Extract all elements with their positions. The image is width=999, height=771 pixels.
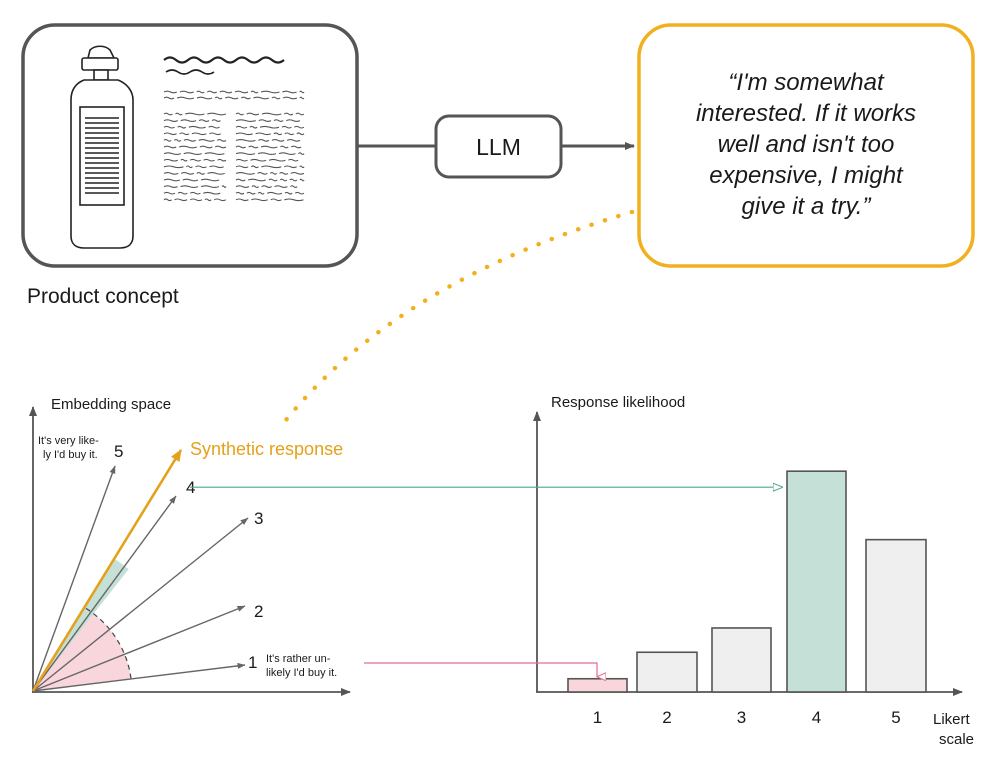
synthetic-response-vector: [31, 449, 183, 692]
scribble-line: [163, 198, 227, 202]
scribble-line: [235, 139, 301, 142]
likelihood-tick-5: 5: [891, 708, 900, 727]
anchor-statement-5-line-2: ly I'd buy it.: [43, 449, 98, 461]
quote-line-5: give it a try.”: [742, 193, 872, 220]
quote-line-1: “I'm somewhat: [728, 69, 885, 96]
scribble-line: [163, 139, 227, 142]
scribble-line: [235, 145, 302, 149]
likelihood-bar-5: [865, 538, 927, 693]
anchor-number-3: 3: [254, 509, 263, 528]
likelihood-bar-3: [711, 627, 772, 693]
likelihood-tick-4: 4: [812, 708, 821, 727]
scribble-line: [163, 158, 227, 162]
anchor-vector-2: [32, 605, 246, 692]
anchor-statement-5-line-1: It's very like-: [38, 435, 99, 447]
scribble-line: [235, 178, 305, 182]
scribble-line: [163, 178, 220, 182]
scribble-line: [235, 119, 301, 122]
anchor-number-1: 1: [248, 653, 257, 672]
likelihood-bar-2: [636, 651, 698, 693]
bottle-illustration: [70, 45, 134, 249]
scribble-line: [163, 90, 305, 94]
likelihood-bar-4: [786, 470, 847, 693]
product-concept-caption: Product concept: [27, 285, 179, 308]
likelihood-tick-2: 2: [662, 708, 671, 727]
response-likelihood-chart: Response likelihood Likert scale 1 2 3 4 5: [533, 394, 974, 748]
likelihood-tick-3: 3: [737, 708, 746, 727]
scribble-line: [163, 172, 225, 175]
scribble-line: [163, 112, 227, 116]
scribble-line: [235, 198, 304, 202]
scribble-line: [235, 185, 298, 188]
embedding-space-title: Embedding space: [51, 396, 171, 413]
likelihood-tick-1: 1: [593, 708, 602, 727]
anchor-vector-3: [32, 517, 249, 692]
anchor-vector-1: [32, 662, 246, 692]
synthetic-response-label: Synthetic response: [190, 439, 343, 459]
synthetic-response-card: “I'm somewhat interested. If it works we…: [637, 23, 975, 268]
llm-label: LLM: [476, 134, 521, 160]
similarity-arc: [85, 607, 132, 679]
link-anchor-1-to-bar: [364, 662, 597, 677]
likelihood-x-label-line-2: scale: [939, 731, 974, 748]
scribble-line: [235, 165, 305, 169]
scribble-line: [163, 152, 225, 155]
quote-line-4: expensive, I might: [709, 162, 904, 189]
scribble-line: [235, 152, 305, 155]
anchor-number-2: 2: [254, 602, 263, 621]
scribble-line: [235, 158, 299, 162]
scribble-line: [163, 165, 224, 169]
scribble-line: [235, 112, 305, 116]
scribble-line: [163, 145, 227, 149]
concept-description-scribble: [163, 90, 305, 202]
llm-node: LLM: [434, 114, 563, 179]
scribble-line: [163, 191, 221, 195]
anchor-vector-5: [32, 465, 116, 692]
scribble-line: [235, 172, 305, 175]
scribble-line: [163, 96, 305, 100]
anchor-number-5: 5: [114, 442, 123, 461]
quote-line-2: interested. If it works: [696, 100, 916, 127]
likelihood-bar-1: [567, 677, 628, 693]
anchor-statement-1-line-1: It's rather un-: [266, 653, 331, 665]
scribble-line: [235, 191, 305, 195]
likelihood-y-label: Response likelihood: [551, 394, 685, 411]
likelihood-x-label-line-1: Likert: [933, 711, 971, 728]
embedding-space: Embedding space 1 2 3 4 5 It's very like…: [29, 396, 351, 696]
scribble-line: [163, 119, 221, 122]
quote-line-3: well and isn't too: [718, 131, 895, 158]
concept-title-squiggle: [163, 56, 285, 75]
product-concept-card: [21, 23, 359, 268]
scribble-line: [235, 125, 305, 129]
similarity-wedge-pink: [33, 608, 131, 691]
anchor-statement-1-line-2: likely I'd buy it.: [266, 667, 337, 679]
scribble-line: [235, 132, 305, 136]
scribble-line: [163, 125, 220, 129]
scribble-line: [163, 132, 222, 136]
scribble-line: [163, 185, 227, 188]
anchor-vector-4: [32, 495, 177, 692]
